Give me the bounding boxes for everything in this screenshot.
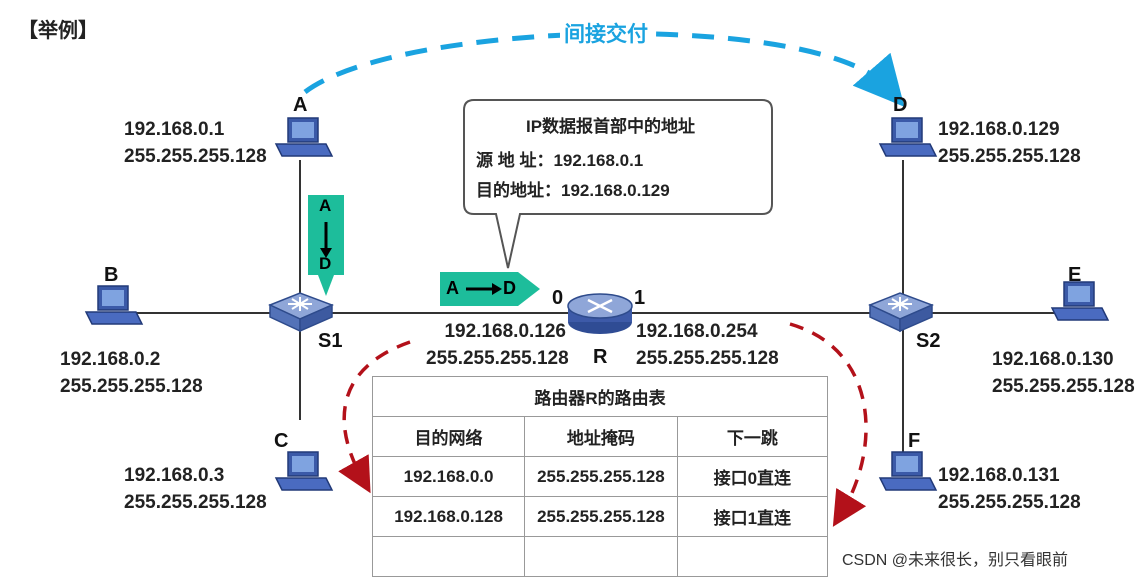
example-label: 【举例】: [18, 20, 98, 42]
host-f-label: F: [908, 430, 921, 452]
routing-table-header: 目的网络: [371, 416, 526, 457]
table-cell: [676, 536, 829, 577]
table-cell: [524, 536, 678, 577]
table-cell: [371, 536, 526, 577]
host-b-ip: 192.168.0.2: [60, 349, 161, 370]
router-if0-mask: 255.255.255.128: [426, 348, 569, 369]
horizontal-arrow-to: D: [503, 278, 516, 298]
router-port-0: 0: [552, 287, 564, 309]
host-c-ip: 192.168.0.3: [124, 465, 225, 486]
host-a-ip: 192.168.0.1: [124, 119, 225, 140]
host-e-address: 192.168.0.130 255.255.255.128: [992, 346, 1135, 400]
host-e-ip: 192.168.0.130: [992, 349, 1114, 370]
table-cell: 255.255.255.128: [524, 456, 678, 497]
vertical-arrow-to: D: [319, 254, 332, 273]
routing-table-title: 路由器R的路由表: [372, 376, 828, 417]
switch-s1-label: S1: [318, 330, 343, 352]
table-row: [371, 536, 829, 577]
callout-title: IP数据报首部中的地址: [526, 117, 696, 136]
host-a-address: 192.168.0.1 255.255.255.128: [124, 116, 267, 170]
pc-a-icon: [275, 117, 333, 157]
router-port-1: 1: [634, 287, 646, 309]
router-if1-mask: 255.255.255.128: [636, 348, 779, 369]
switch-s2-icon: [869, 292, 933, 332]
table-cell: 接口1直连: [676, 496, 829, 537]
indirect-delivery-arrow: [303, 31, 905, 107]
watermark: CSDN @未来很长，别只看眼前: [838, 546, 1073, 570]
host-b-label: B: [104, 264, 119, 286]
horizontal-arrow-from: A: [446, 278, 459, 298]
pc-f-icon: [879, 451, 937, 491]
callout-bubble: [463, 99, 773, 269]
pc-b-icon: [85, 285, 143, 325]
host-d-label: D: [893, 94, 908, 116]
host-f-mask: 255.255.255.128: [938, 492, 1081, 513]
red-arrow-right: [789, 322, 868, 527]
table-row: 192.168.0.0 255.255.255.128 接口0直连: [371, 456, 829, 497]
host-d-address: 192.168.0.129 255.255.255.128: [938, 116, 1081, 170]
router-if1-address: 192.168.0.254 255.255.255.128: [636, 318, 779, 372]
callout-dst: 目的地址：192.168.0.129: [476, 181, 670, 200]
routing-table-header: 地址掩码: [524, 416, 678, 457]
host-c-mask: 255.255.255.128: [124, 492, 267, 513]
host-c-label: C: [274, 430, 289, 452]
host-a-mask: 255.255.255.128: [124, 146, 267, 167]
routing-table-header: 下一跳: [676, 416, 829, 457]
host-b-mask: 255.255.255.128: [60, 376, 203, 397]
switch-s1-icon: [269, 292, 333, 332]
pc-c-icon: [275, 451, 333, 491]
table-row: 192.168.0.128 255.255.255.128 接口1直连: [371, 496, 829, 537]
host-e-label: E: [1068, 264, 1082, 286]
host-e-mask: 255.255.255.128: [992, 376, 1135, 397]
table-cell: 接口0直连: [676, 456, 829, 497]
router-if0-ip: 192.168.0.126: [444, 321, 566, 342]
vertical-arrow-from: A: [319, 196, 332, 215]
pc-e-icon: [1051, 281, 1109, 321]
host-c-address: 192.168.0.3 255.255.255.128: [124, 462, 267, 516]
table-cell: 255.255.255.128: [524, 496, 678, 537]
indirect-delivery-label: 间接交付: [560, 18, 652, 48]
host-d-ip: 192.168.0.129: [938, 119, 1060, 140]
router-if1-ip: 192.168.0.254: [636, 321, 758, 342]
host-d-mask: 255.255.255.128: [938, 146, 1081, 167]
pc-d-icon: [879, 117, 937, 157]
callout-src: 源 地 址：192.168.0.1: [476, 151, 644, 170]
router-icon: [567, 293, 633, 334]
routing-table: 路由器R的路由表 目的网络 地址掩码 下一跳 192.168.0.0 255.2…: [371, 376, 829, 577]
host-f-address: 192.168.0.131 255.255.255.128: [938, 462, 1081, 516]
red-arrow-left: [338, 340, 411, 494]
host-f-ip: 192.168.0.131: [938, 465, 1060, 486]
router-if0-address: 192.168.0.126 255.255.255.128: [426, 318, 569, 372]
switch-s2-label: S2: [916, 330, 941, 352]
router-label: R: [593, 346, 608, 368]
table-cell: 192.168.0.128: [371, 496, 526, 537]
host-a-label: A: [293, 94, 308, 116]
table-cell: 192.168.0.0: [371, 456, 526, 497]
host-b-address: 192.168.0.2 255.255.255.128: [60, 346, 203, 400]
